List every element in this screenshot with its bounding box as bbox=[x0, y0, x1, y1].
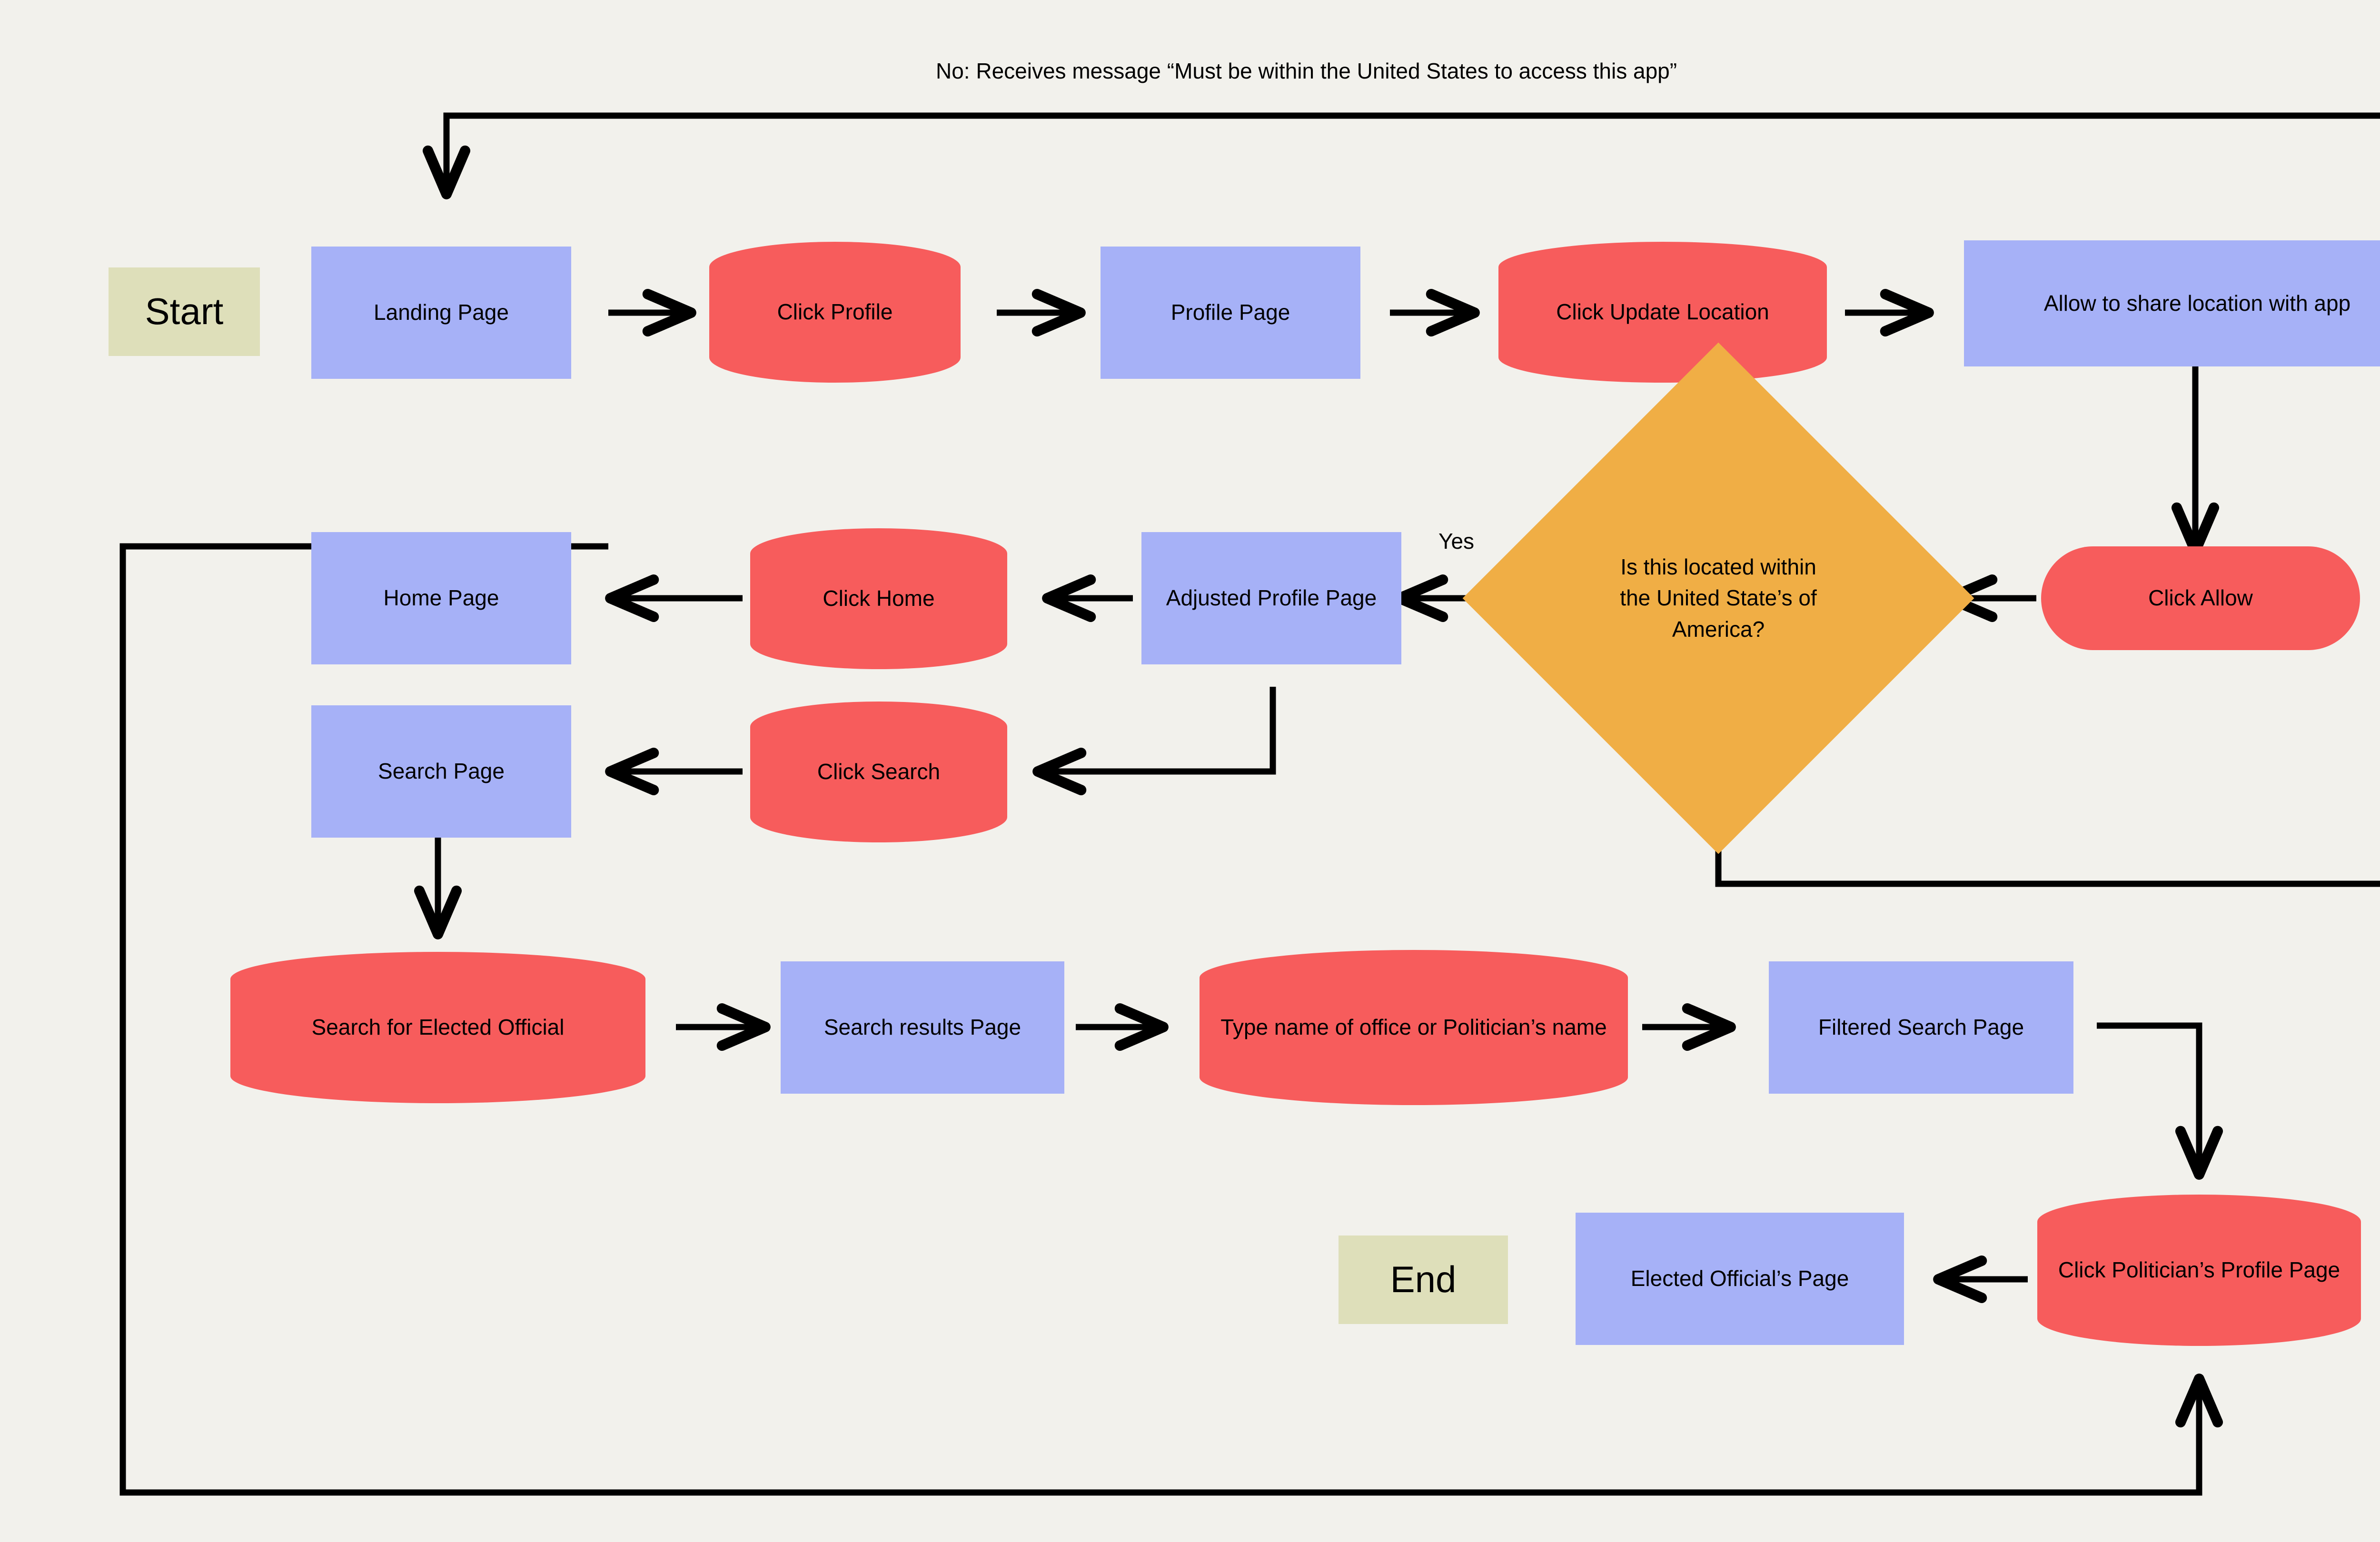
node-start[interactable]: Start bbox=[109, 267, 260, 356]
node-click-profile-label: Click Profile bbox=[777, 299, 893, 325]
node-filtered-search-page-label: Filtered Search Page bbox=[1818, 1015, 2024, 1040]
node-adjusted-profile-page-label: Adjusted Profile Page bbox=[1166, 585, 1377, 611]
edge-decision-no-to-landing bbox=[422, 112, 2380, 887]
node-profile-page-label: Profile Page bbox=[1170, 300, 1290, 325]
node-profile-page[interactable]: Profile Page bbox=[1101, 247, 1360, 379]
node-click-search-label: Click Search bbox=[817, 759, 941, 784]
edge-homepage-loopback bbox=[119, 543, 2223, 1496]
node-end[interactable]: End bbox=[1339, 1236, 1508, 1324]
node-click-update-location-label: Click Update Location bbox=[1556, 299, 1769, 325]
node-decision-within-usa-label: Is this located within the United State’… bbox=[1620, 554, 1817, 642]
node-allow-share-location-label: Allow to share location with app bbox=[2043, 290, 2351, 316]
edge-adjusted-to-clicksearch bbox=[1032, 687, 1276, 796]
node-landing-page[interactable]: Landing Page bbox=[311, 247, 571, 379]
node-click-update-location[interactable]: Click Update Location bbox=[1498, 242, 1827, 383]
node-click-home-label: Click Home bbox=[823, 586, 935, 611]
node-click-politician-profile-page[interactable]: Click Politician’s Profile Page bbox=[2037, 1195, 2361, 1346]
node-start-label: Start bbox=[145, 290, 224, 333]
node-adjusted-profile-page[interactable]: Adjusted Profile Page bbox=[1141, 532, 1401, 664]
node-search-for-elected-official-label: Search for Elected Official bbox=[311, 1015, 565, 1040]
edge-filtered-to-clickpolitician bbox=[2097, 1022, 2223, 1180]
node-home-page[interactable]: Home Page bbox=[311, 532, 571, 664]
edge-label-no-branch: No: Receives message “Must be within the… bbox=[936, 58, 1677, 84]
node-home-page-label: Home Page bbox=[383, 585, 499, 611]
node-search-for-elected-official[interactable]: Search for Elected Official bbox=[230, 952, 645, 1103]
node-elected-official-page[interactable]: Elected Official’s Page bbox=[1576, 1213, 1904, 1345]
node-allow-share-location[interactable]: Allow to share location with app bbox=[1964, 240, 2380, 366]
edge-label-yes-branch: Yes bbox=[1438, 528, 1474, 554]
node-landing-page-label: Landing Page bbox=[374, 300, 509, 325]
node-search-page[interactable]: Search Page bbox=[311, 705, 571, 838]
node-search-page-label: Search Page bbox=[378, 759, 505, 784]
edge-label-no-branch-text: No: Receives message “Must be within the… bbox=[936, 59, 1677, 83]
node-end-label: End bbox=[1390, 1258, 1457, 1301]
node-click-home[interactable]: Click Home bbox=[750, 528, 1007, 669]
node-click-allow[interactable]: Click Allow bbox=[2041, 546, 2360, 650]
node-type-name-office-or-politician[interactable]: Type name of office or Politician’s name bbox=[1200, 950, 1628, 1105]
node-search-results-page[interactable]: Search results Page bbox=[781, 961, 1064, 1094]
node-elected-official-page-label: Elected Official’s Page bbox=[1630, 1266, 1849, 1291]
node-type-name-office-or-politician-label: Type name of office or Politician’s name bbox=[1220, 1015, 1607, 1040]
node-click-profile[interactable]: Click Profile bbox=[709, 242, 961, 383]
node-click-allow-label: Click Allow bbox=[2148, 585, 2253, 611]
edge-label-yes-branch-text: Yes bbox=[1438, 529, 1475, 554]
node-click-search[interactable]: Click Search bbox=[750, 702, 1007, 842]
node-click-politician-profile-page-label: Click Politician’s Profile Page bbox=[2058, 1257, 2340, 1283]
node-filtered-search-page[interactable]: Filtered Search Page bbox=[1769, 961, 2073, 1094]
node-search-results-page-label: Search results Page bbox=[823, 1015, 1021, 1040]
